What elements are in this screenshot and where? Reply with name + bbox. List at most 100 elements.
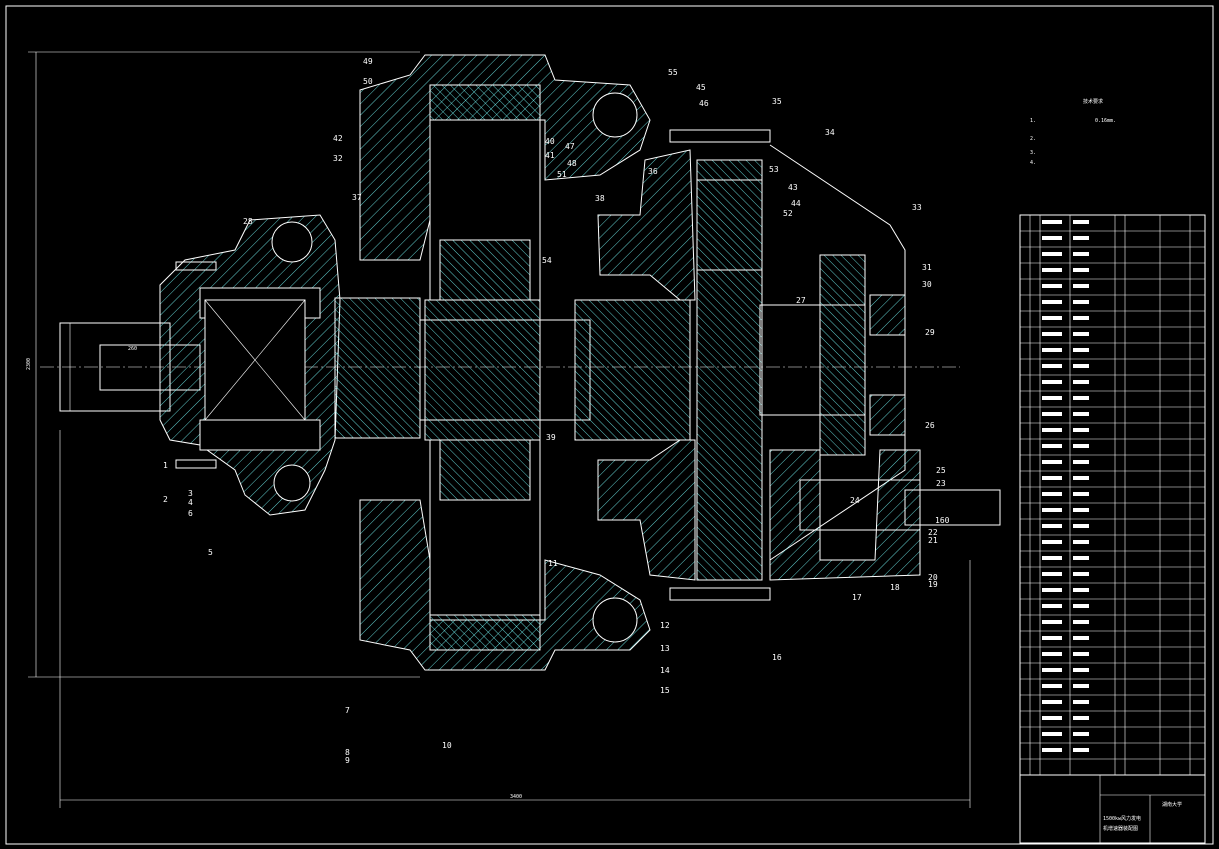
- output-bearing-top: [869, 294, 906, 336]
- intermediate-bearing-top: [696, 179, 763, 271]
- left-bolts: [175, 261, 217, 469]
- part-label-11: 11: [548, 559, 558, 568]
- part-label-26: 26: [925, 421, 935, 430]
- output-housing: [769, 449, 921, 581]
- technical-notes: 技术要求 1. 0.16mm. 2. 3. 4.: [1030, 98, 1116, 166]
- part-label-35: 35: [772, 97, 782, 106]
- title-school: 湖南大学: [1162, 801, 1182, 808]
- part-label-21: 21: [928, 536, 938, 545]
- part-label-33: 33: [912, 203, 922, 212]
- part-label-36: 36: [648, 167, 658, 176]
- left-housing-hole-top: [271, 221, 313, 263]
- input-shaft-dim: 260: [128, 346, 137, 352]
- title-block: 湖南大学 1500kw风力发电 机增速器装配图: [1019, 774, 1206, 844]
- part-label-17: 17: [852, 593, 862, 602]
- part-label-44: 44: [791, 199, 801, 208]
- part-label-24: 24: [850, 496, 860, 505]
- part-label-13: 13: [660, 644, 670, 653]
- part-label-16: 16: [772, 653, 782, 662]
- title-line-1: 1500kw风力发电: [1103, 815, 1141, 822]
- part-label-47: 47: [565, 142, 575, 151]
- part-label-7: 7: [345, 706, 350, 715]
- part-label-9: 9: [345, 756, 350, 765]
- output-shaft-end: [904, 489, 1001, 526]
- output-shaft-dim: 160: [935, 516, 950, 525]
- middle-gear: [574, 299, 691, 441]
- overall-height-dim: 2300: [26, 358, 32, 370]
- part-label-3: 3: [188, 489, 193, 498]
- part-label-20: 20: [928, 573, 938, 582]
- middle-housing-lower: [597, 439, 696, 581]
- parts-list-table: [1019, 214, 1206, 776]
- left-housing-hole-bottom: [273, 464, 311, 502]
- right-cover: [769, 144, 906, 561]
- housing-hole-bottom: [592, 597, 638, 643]
- part-label-43: 43: [788, 183, 798, 192]
- sun-gear-mid: [424, 299, 541, 441]
- title-line-2: 机增速器装配图: [1103, 825, 1138, 832]
- part-label-46: 46: [699, 99, 709, 108]
- ring-gear-upper: [429, 84, 541, 121]
- housing-hole-top: [592, 92, 638, 138]
- part-label-29: 29: [925, 328, 935, 337]
- part-label-39: 39: [546, 433, 556, 442]
- part-label-19: 19: [928, 580, 938, 589]
- part-label-32: 32: [333, 154, 343, 163]
- pinion-shaft: [759, 304, 866, 416]
- sun-gear-left: [334, 297, 421, 439]
- left-bearing-lower: [199, 419, 321, 451]
- part-label-50: 50: [363, 77, 373, 86]
- part-label-51: 51: [557, 170, 567, 179]
- part-label-55: 55: [668, 68, 678, 77]
- part-label-40: 40: [545, 137, 555, 146]
- part-label-30: 30: [922, 280, 932, 289]
- part-label-34: 34: [825, 128, 835, 137]
- part-label-5: 5: [208, 548, 213, 557]
- part-label-48: 48: [567, 159, 577, 168]
- note-line-3: 3.: [1030, 150, 1036, 156]
- ring-gear-lower: [429, 614, 541, 651]
- middle-housing: [597, 149, 696, 301]
- part-label-27: 27: [796, 296, 806, 305]
- overall-dimensions: 2300 3400: [26, 51, 971, 808]
- note-line-1b: 0.16mm.: [1095, 118, 1116, 124]
- part-label-38: 38: [595, 194, 605, 203]
- part-label-15: 15: [660, 686, 670, 695]
- part-label-22: 22: [928, 528, 938, 537]
- part-label-49: 49: [363, 57, 373, 66]
- part-label-53: 53: [769, 165, 779, 174]
- intermediate-gear: [696, 159, 763, 581]
- note-line-2: 2.: [1030, 136, 1036, 142]
- planet-gear-upper: [439, 239, 531, 301]
- part-label-2: 2: [163, 495, 168, 504]
- part-label-10: 10: [442, 741, 452, 750]
- planet-gear-lower: [439, 439, 531, 501]
- part-label-18: 18: [890, 583, 900, 592]
- note-line-1: 1.: [1030, 118, 1036, 124]
- output-shaft: [799, 479, 921, 531]
- part-label-25: 25: [936, 466, 946, 475]
- part-label-12: 12: [660, 621, 670, 630]
- part-label-37: 37: [352, 193, 362, 202]
- part-label-31: 31: [922, 263, 932, 272]
- part-label-42: 42: [333, 134, 343, 143]
- output-bearing-bottom: [869, 394, 906, 436]
- note-line-4: 4.: [1030, 160, 1036, 166]
- part-label-41: 41: [545, 151, 555, 160]
- output-gear: [819, 254, 866, 456]
- overall-width-dim: 3400: [510, 794, 522, 800]
- part-label-1: 1: [163, 461, 168, 470]
- part-label-23: 23: [936, 479, 946, 488]
- part-label-45: 45: [696, 83, 706, 92]
- part-label-52: 52: [783, 209, 793, 218]
- part-label-54: 54: [542, 256, 552, 265]
- notes-heading: 技术要求: [1083, 98, 1103, 105]
- part-label-28: 28: [243, 217, 253, 226]
- sheet-border: [5, 5, 1214, 845]
- part-label-4: 4: [188, 498, 193, 507]
- part-label-8: 8: [345, 748, 350, 757]
- part-label-14: 14: [660, 666, 670, 675]
- part-label-6: 6: [188, 509, 193, 518]
